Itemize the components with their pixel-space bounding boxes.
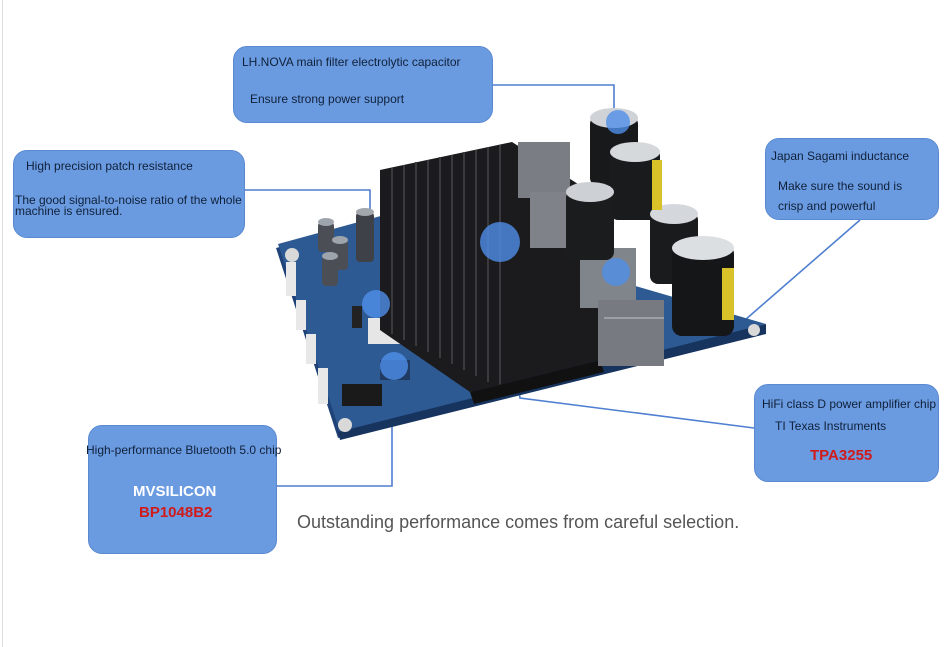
callout-bluetooth-maker: MVSILICON bbox=[133, 483, 217, 500]
callout-amplifier-maker: TI Texas Instruments bbox=[775, 419, 887, 433]
highlight-markers bbox=[362, 110, 630, 380]
connector bbox=[286, 262, 296, 296]
callout-resistance-desc: The good signal-to-noise ratio of the wh… bbox=[15, 193, 242, 218]
bluetooth-module bbox=[342, 384, 382, 406]
callout-inductance-desc-line1: Make sure the sound is bbox=[778, 179, 903, 193]
callout-capacitor-title: LH.NOVA main filter electrolytic capacit… bbox=[242, 55, 461, 69]
callout-capacitor-desc: Ensure strong power support bbox=[250, 92, 405, 106]
callout-bluetooth-title: High-performance Bluetooth 5.0 chip bbox=[86, 443, 282, 457]
callout-resistance: High precision patch resistance The good… bbox=[13, 150, 245, 238]
mount-hole bbox=[748, 324, 760, 336]
callout-amplifier-model: TPA3255 bbox=[810, 447, 873, 464]
left-border-line bbox=[2, 0, 3, 647]
connector bbox=[296, 300, 306, 330]
connector bbox=[318, 368, 328, 404]
callout-bluetooth: High-performance Bluetooth 5.0 chip MVSI… bbox=[86, 425, 281, 554]
leader-inductance bbox=[744, 219, 861, 321]
callout-resistance-title: High precision patch resistance bbox=[26, 159, 193, 173]
callout-bluetooth-model: BP1048B2 bbox=[139, 504, 213, 521]
mount-hole bbox=[285, 248, 299, 262]
callout-inductance-title: Japan Sagami inductance bbox=[771, 149, 910, 163]
callout-amplifier-title: HiFi class D power amplifier chip bbox=[762, 397, 937, 411]
small-capacitors bbox=[318, 208, 374, 286]
callout-capacitor: LH.NOVA main filter electrolytic capacit… bbox=[233, 46, 493, 123]
tagline: Outstanding performance comes from caref… bbox=[297, 512, 740, 532]
connector bbox=[306, 334, 316, 364]
main-capacitors bbox=[566, 108, 734, 336]
inductors bbox=[518, 142, 664, 366]
callout-inductance: Japan Sagami inductance Make sure the so… bbox=[765, 138, 939, 220]
callout-inductance-desc-line2: crisp and powerful bbox=[778, 199, 876, 213]
callout-amplifier: HiFi class D power amplifier chip TI Tex… bbox=[754, 384, 939, 482]
mount-hole bbox=[338, 418, 352, 432]
